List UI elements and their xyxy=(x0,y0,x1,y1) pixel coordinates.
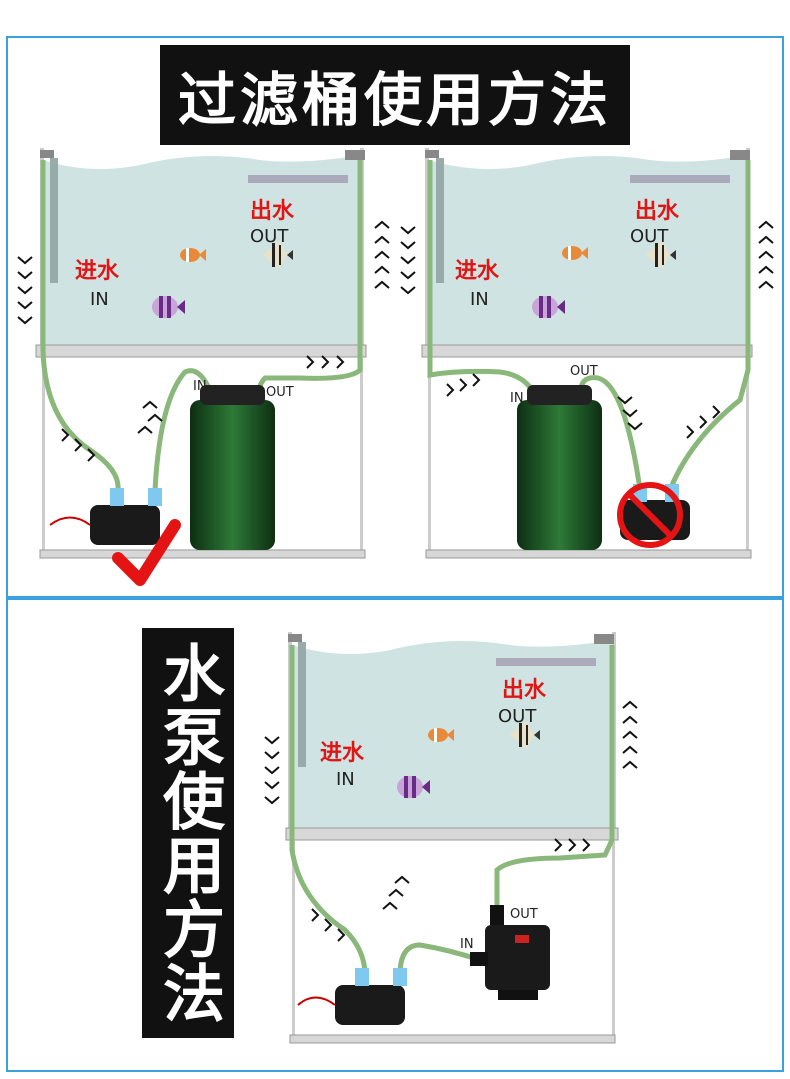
out-label: OUT xyxy=(498,706,537,727)
spray-bar xyxy=(496,658,596,666)
outlet-tube xyxy=(667,160,751,491)
in-label: IN xyxy=(336,769,355,790)
check-icon xyxy=(112,519,181,586)
aquarium-base xyxy=(35,344,367,358)
top-left-setup: 出水 OUT 进水 IN IN OUT xyxy=(17,148,390,586)
pump-out-label: OUT xyxy=(510,907,538,922)
spray-bar xyxy=(248,175,348,183)
cabinet-floor xyxy=(425,549,752,559)
pump-in-label: IN xyxy=(460,937,474,952)
out-label: OUT xyxy=(250,226,289,247)
aquarium-water xyxy=(428,155,748,345)
uv-pump xyxy=(335,985,405,1025)
cabinet-floor xyxy=(289,1034,616,1044)
aquarium-water xyxy=(43,155,362,345)
bottom-panel-frame xyxy=(6,598,784,1072)
intake-tube xyxy=(289,645,368,976)
in-label: IN xyxy=(470,289,489,310)
water-out-label: 出水 xyxy=(250,199,295,224)
intake-tube xyxy=(40,160,121,491)
top-title: 过滤桶使用方法 xyxy=(160,45,630,145)
pump-link-tube xyxy=(397,942,481,976)
top-right-setup: 出水 OUT 进水 IN IN OUT xyxy=(400,148,774,559)
filter-in-label: IN xyxy=(510,391,524,406)
water-in-label: 进水 xyxy=(320,741,365,766)
intake-tube xyxy=(427,160,538,397)
filter-out-label: OUT xyxy=(570,364,598,379)
bottom-setup: 出水 OUT 进水 IN OUT IN xyxy=(264,632,638,1044)
water-pump xyxy=(470,905,550,1000)
water-out-label: 出水 xyxy=(502,678,547,703)
intake-pipe xyxy=(50,158,58,283)
water-in-label: 进水 xyxy=(75,259,120,284)
filter-to-pump-tube xyxy=(577,375,643,491)
bottom-title: 水泵使用方法 xyxy=(142,628,234,1038)
aquarium-base xyxy=(285,827,619,841)
prohibited-icon xyxy=(617,482,683,548)
out-label: OUT xyxy=(630,226,669,247)
intake-pipe xyxy=(436,158,444,283)
water-in-label: 进水 xyxy=(455,259,500,284)
in-label: IN xyxy=(90,289,109,310)
spray-bar xyxy=(630,175,730,183)
aquarium-base xyxy=(421,344,753,358)
intake-pipe xyxy=(298,642,306,767)
filter-out-label: OUT xyxy=(266,385,294,400)
uv-pump xyxy=(90,505,160,545)
canister-filter xyxy=(517,400,602,550)
filter-in-label: IN xyxy=(193,379,207,394)
water-out-label: 出水 xyxy=(635,199,680,224)
outlet-tube xyxy=(494,645,615,915)
canister-filter xyxy=(190,400,275,550)
pump-to-filter-tube xyxy=(152,368,215,491)
cabinet-floor xyxy=(39,549,366,559)
top-panel-frame xyxy=(6,36,784,598)
